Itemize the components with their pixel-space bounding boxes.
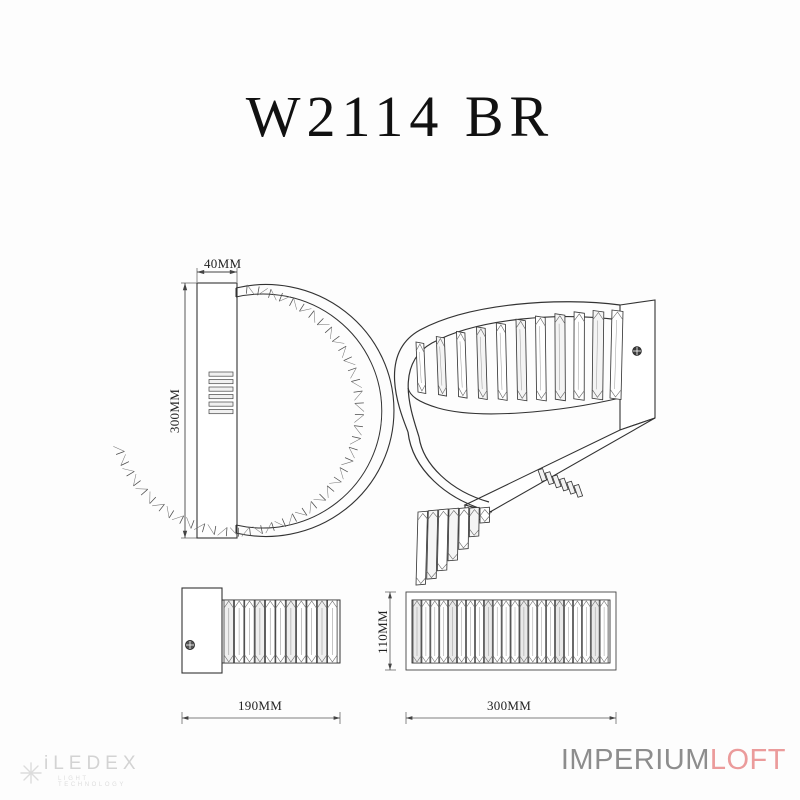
vent-slots-arm xyxy=(537,468,584,498)
side-section-view xyxy=(113,268,395,539)
support-arm xyxy=(463,417,656,523)
screw-hole-top-icon xyxy=(185,640,195,650)
vent-slots-side xyxy=(208,371,234,415)
mounting-plate xyxy=(619,299,656,431)
retailer-name-primary: IMPERIUM xyxy=(560,744,710,776)
page-title: W2114 BR xyxy=(245,84,555,149)
dimension-label-300mm-front: 300MM xyxy=(487,698,532,713)
dimension-40mm xyxy=(196,268,238,282)
dimension-190mm xyxy=(181,712,341,724)
dimension-300mm xyxy=(181,282,197,539)
retailer-name-secondary: LOFT xyxy=(709,744,786,776)
screw-hole-icon xyxy=(632,346,642,356)
crystal-shell-outer xyxy=(393,301,621,438)
crystal-bars-front xyxy=(412,599,609,664)
dimension-110mm xyxy=(385,591,396,671)
top-view xyxy=(181,587,341,724)
dimension-label-40mm: 40MM xyxy=(204,256,242,271)
crystal-band-bottom xyxy=(407,387,621,415)
dimension-300mm-front xyxy=(405,712,617,724)
sunburst-icon xyxy=(20,762,42,784)
perspective-view xyxy=(393,299,656,586)
retailer-logo: IMPERIUMLOFT xyxy=(561,746,786,775)
dimension-label-110mm: 110MM xyxy=(375,610,390,654)
dimension-label-300mm: 300MM xyxy=(167,388,182,434)
manufacturer-logo: iLEDEX LIGHT TECHNOLOGY xyxy=(18,752,148,792)
crystal-bars-top xyxy=(223,599,338,664)
front-view xyxy=(385,591,617,724)
top-view-backplate xyxy=(181,587,223,674)
crystal-bars-perspective xyxy=(415,309,624,402)
crystal-bars-tail xyxy=(415,506,490,586)
manufacturer-tagline: LIGHT TECHNOLOGY xyxy=(58,776,127,788)
crystal-arc-profile xyxy=(235,283,395,538)
manufacturer-name: iLEDEX xyxy=(44,753,141,774)
crystal-facets-arc xyxy=(113,284,365,537)
dimension-label-190mm: 190MM xyxy=(238,698,283,713)
